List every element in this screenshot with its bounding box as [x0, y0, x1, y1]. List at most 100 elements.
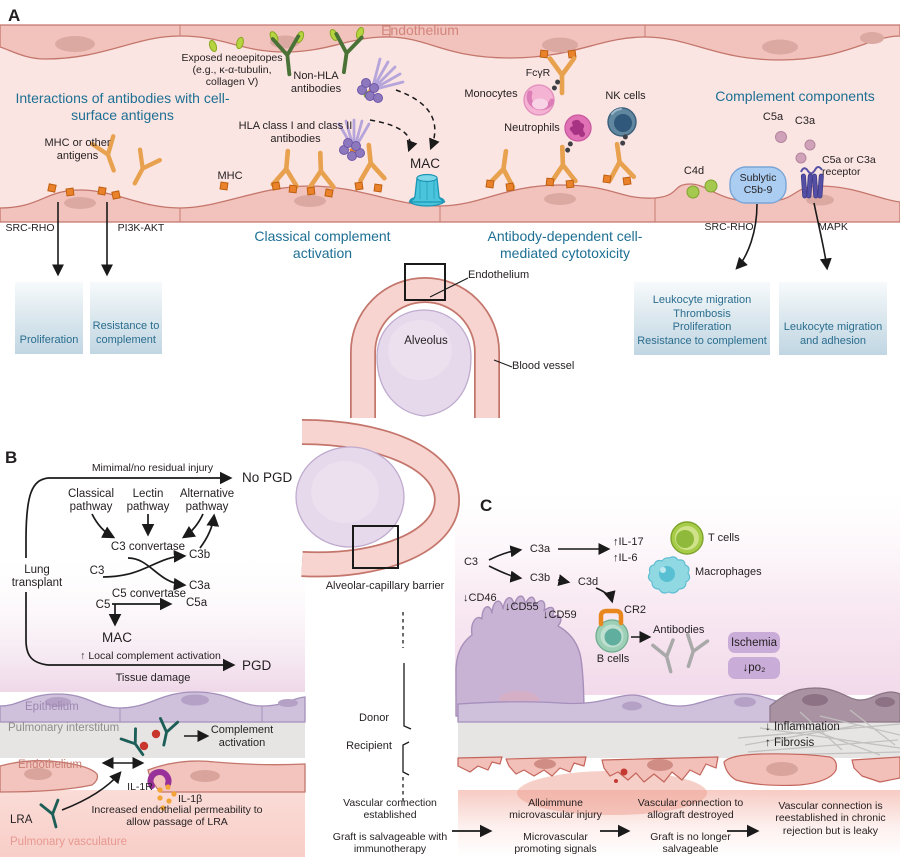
epithelium-label-b: Epithelium [25, 701, 79, 713]
heading-classical: Classical complement activation [254, 228, 391, 262]
ischemia-text: Ischemia [730, 636, 778, 649]
panel-c-letter: C [480, 496, 493, 515]
cd46-label: ↓CD46 [463, 592, 497, 604]
antibodies-label: Antibodies [653, 624, 705, 636]
src-rho-left-label: SRC-RHO [5, 222, 55, 234]
c1-complex-icon-2 [337, 118, 371, 161]
lung-transplant-label: Lung transplant [11, 564, 63, 590]
stage4-title: Vascular connection is reestablished in … [775, 800, 886, 837]
mac-label-b: MAC [102, 630, 132, 645]
c3b-label-c: C3b [529, 572, 551, 584]
c3a-label-a: C3a [794, 115, 816, 127]
stage2-title: Alloimmune microvascular injury [509, 797, 602, 822]
no-pgd-label: No PGD [242, 470, 293, 485]
recipient-label: Recipient [346, 740, 392, 752]
c3-convertase-label: C3 convertase [110, 541, 186, 553]
inset-endothelium-label: Endothelium [468, 269, 530, 281]
box-resistance-text: Resistance to complement [92, 320, 160, 346]
box-leukocyte-line4: Resistance to complement [637, 334, 767, 347]
inflammation-label: ↓ Inflammation [765, 721, 840, 733]
c5a-label-b: C5a [186, 597, 208, 609]
mac-pore-icon [408, 173, 446, 207]
box-leukocyte-list: Leukocyte migration Thrombosis Prolifera… [634, 282, 770, 355]
t-cells-label: T cells [708, 532, 740, 544]
b-tissue-arrows [61, 730, 210, 811]
panel-c-arrows [488, 543, 652, 643]
vasculature-label: Pulmonary vasculature [10, 836, 127, 848]
signaling-arrows-right [735, 202, 832, 271]
non-hla-label: Non-HLA antibodies [290, 70, 342, 95]
po2-text: ↓po₂ [742, 662, 766, 674]
heading-adcc: Antibody-dependent cell-mediated cytotox… [487, 228, 643, 262]
injury-dot-icon [620, 768, 628, 776]
t-cell-icon [670, 521, 704, 555]
c3a-label-b: C3a [189, 580, 211, 592]
c3-label-b: C3 [89, 565, 105, 577]
permeability-label: Increased endothelial permeability to al… [91, 804, 263, 829]
heading-interactions: Interactions of antibodies with cell-sur… [15, 90, 230, 124]
c5a-c3a-icons [775, 131, 816, 164]
nk-cells-label: NK cells [605, 90, 646, 102]
panel-b-letter: B [5, 448, 18, 467]
minimal-injury-label: Mimimal/no residual injury [91, 462, 214, 474]
signaling-arrows-left [52, 202, 113, 277]
dashed-arrows-to-mac [369, 89, 440, 153]
monocytes-label: Monocytes [464, 88, 518, 100]
inset-vessel-drawing-2 [295, 419, 461, 578]
box-resistance: Resistance to complement [90, 282, 162, 354]
b-tissue [0, 691, 306, 857]
po2-badge: ↓po₂ [728, 657, 780, 679]
complement-activation-label: Complement activation [210, 724, 274, 749]
sublytic-label: Sublytic C5b-9 [739, 172, 777, 197]
b-cell-icon [595, 608, 629, 653]
neutrophil-icon [564, 114, 592, 142]
alternative-pathway-label: Alternative pathway [179, 488, 235, 514]
monocyte-icon [523, 84, 555, 116]
macrophage-icon [647, 556, 691, 594]
stage1-sub: Graft is salvageable with immunotherapy [332, 830, 448, 856]
mhc-label: MHC [217, 170, 243, 182]
box-leukocyte-line3: Proliferation [672, 321, 732, 334]
box-adhesion: Leukocyte migration and adhesion [779, 282, 887, 355]
c5a-label-a: C5a [762, 111, 784, 123]
b-cells-label: B cells [596, 653, 630, 665]
il1r-label: IL-1R [127, 781, 153, 793]
endothelium-label-b: Endothelium [18, 759, 82, 771]
timeline-stage-2: Alloimmune microvascular injury Microvas… [508, 797, 603, 856]
endothelium-label-a: Endothelium [381, 22, 459, 38]
c1-complex-icon-1 [357, 57, 405, 103]
pi3k-akt-label: PI3K-AKT [117, 222, 165, 234]
timeline-stage-4: Vascular connection is reestablished in … [763, 800, 898, 837]
il17-label: ↑IL-17 [613, 536, 644, 548]
tissue-damage-label: Tissue damage [115, 672, 191, 684]
sublytic-c5b9-icon [729, 166, 787, 204]
pgd-label: PGD [242, 658, 272, 673]
stage3-title: Vascular connection to allograft destroy… [637, 797, 744, 822]
stage3-sub: Graft is no longer salvageable [650, 830, 731, 856]
ischemia-badge: Ischemia [728, 632, 780, 653]
inset-alveolus-label: Alveolus [404, 335, 448, 347]
nk-cell-icon [607, 107, 637, 137]
box-proliferation: Proliferation [15, 282, 83, 354]
c3-label-c: C3 [463, 556, 479, 568]
c-tissue [457, 687, 900, 857]
timeline-stage-3: Vascular connection to allograft destroy… [628, 797, 753, 856]
macrophages-label: Macrophages [695, 566, 762, 578]
c5a-c3a-receptor-icon [800, 166, 824, 199]
receptor-label: C5a or C3a receptor [822, 154, 876, 179]
mac-label-a: MAC [410, 156, 440, 171]
c5-label: C5 [95, 599, 111, 611]
c3d-label: C3d [577, 576, 599, 588]
neutrophils-label: Neutrophils [504, 122, 560, 134]
cd59-label: ↓CD59 [543, 609, 577, 621]
fcyr-label: FcγR [525, 67, 551, 79]
box-proliferation-text: Proliferation [19, 333, 79, 346]
local-activation-label: ↑ Local complement activation [80, 650, 221, 662]
mhc-or-other-label: MHC or other antigens [44, 137, 111, 162]
donor-label: Donor [359, 712, 389, 724]
fibrosis-label: ↑ Fibrosis [765, 737, 815, 749]
cr2-label: CR2 [624, 604, 647, 616]
lectin-pathway-label: Lectin pathway [126, 488, 170, 514]
panel-b-arrows [25, 471, 236, 672]
